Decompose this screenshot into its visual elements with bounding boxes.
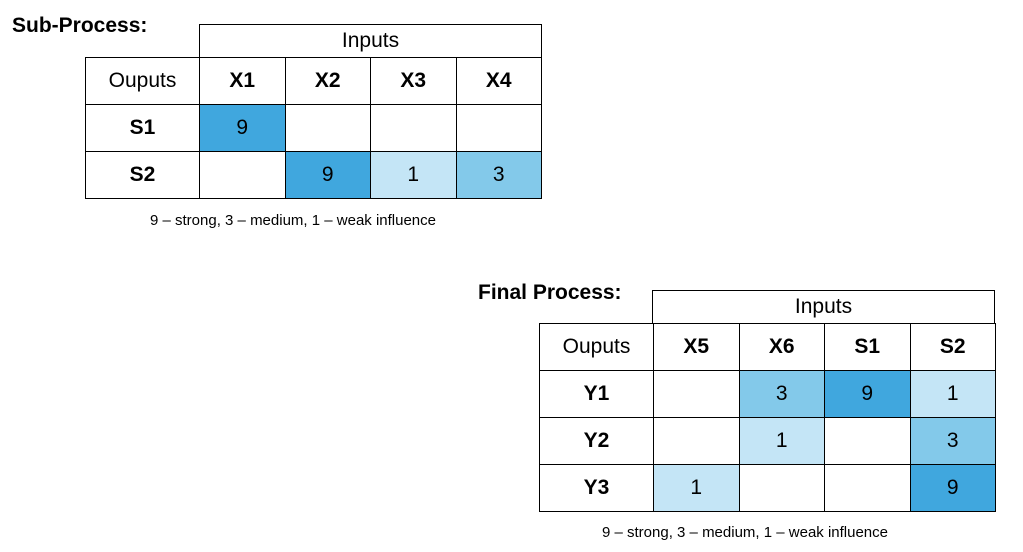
matrix-row: S2 9 1 3 bbox=[85, 151, 542, 199]
column-header: S2 bbox=[909, 323, 996, 371]
final-process-matrix: Ouputs X5 X6 S1 S2 Y1 3 9 1 Y2 1 3 Y3 1 … bbox=[539, 323, 996, 512]
row-header: Y1 bbox=[539, 370, 654, 418]
header-row: Ouputs X1 X2 X3 X4 bbox=[85, 57, 542, 105]
influence-cell: 1 bbox=[370, 151, 457, 199]
influence-cell: 1 bbox=[909, 370, 996, 418]
influence-cell bbox=[653, 370, 740, 418]
influence-cell: 9 bbox=[909, 464, 996, 512]
final-process-inputs-header: Inputs bbox=[652, 290, 995, 324]
column-header: X6 bbox=[738, 323, 825, 371]
influence-cell: 1 bbox=[653, 464, 740, 512]
column-header: X4 bbox=[455, 57, 542, 105]
influence-cell bbox=[653, 417, 740, 465]
column-header: X2 bbox=[284, 57, 371, 105]
header-row: Ouputs X5 X6 S1 S2 bbox=[539, 323, 996, 371]
final-process-legend: 9 – strong, 3 – medium, 1 – weak influen… bbox=[602, 524, 888, 541]
outputs-corner-label: Ouputs bbox=[85, 57, 200, 105]
influence-cell: 3 bbox=[738, 370, 825, 418]
influence-cell: 3 bbox=[909, 417, 996, 465]
row-header: Y2 bbox=[539, 417, 654, 465]
influence-cell: 3 bbox=[455, 151, 542, 199]
matrix-row: Y2 1 3 bbox=[539, 417, 996, 465]
sub-process-matrix: Ouputs X1 X2 X3 X4 S1 9 S2 9 1 3 bbox=[85, 57, 542, 199]
influence-cell: 9 bbox=[199, 104, 286, 152]
influence-cell bbox=[824, 417, 911, 465]
matrix-row: Y3 1 9 bbox=[539, 464, 996, 512]
row-header: S2 bbox=[85, 151, 200, 199]
column-header: X5 bbox=[653, 323, 740, 371]
influence-cell bbox=[284, 104, 371, 152]
row-header: S1 bbox=[85, 104, 200, 152]
row-header: Y3 bbox=[539, 464, 654, 512]
final-process-title: Final Process: bbox=[478, 281, 622, 304]
influence-cell bbox=[455, 104, 542, 152]
sub-process-legend: 9 – strong, 3 – medium, 1 – weak influen… bbox=[150, 212, 436, 229]
column-header: S1 bbox=[824, 323, 911, 371]
influence-cell: 9 bbox=[824, 370, 911, 418]
influence-cell bbox=[370, 104, 457, 152]
influence-cell: 1 bbox=[738, 417, 825, 465]
influence-cell bbox=[824, 464, 911, 512]
sub-process-inputs-header: Inputs bbox=[199, 24, 542, 58]
sub-process-title: Sub-Process: bbox=[12, 14, 148, 37]
influence-cell bbox=[199, 151, 286, 199]
outputs-corner-label: Ouputs bbox=[539, 323, 654, 371]
matrix-row: Y1 3 9 1 bbox=[539, 370, 996, 418]
column-header: X1 bbox=[199, 57, 286, 105]
influence-cell bbox=[738, 464, 825, 512]
column-header: X3 bbox=[370, 57, 457, 105]
matrix-row: S1 9 bbox=[85, 104, 542, 152]
influence-cell: 9 bbox=[284, 151, 371, 199]
